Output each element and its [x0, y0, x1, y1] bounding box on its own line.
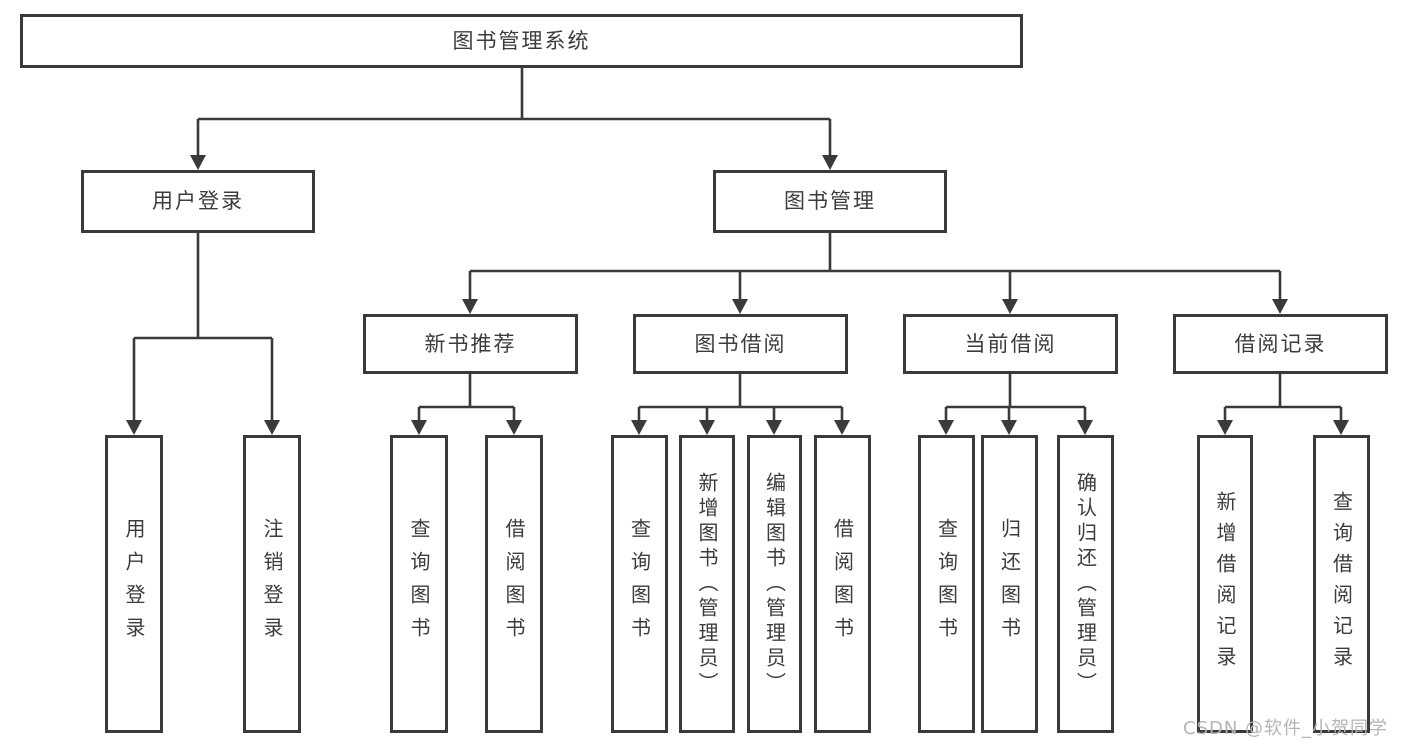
connector-borrowrecord-to-leaves	[1223, 374, 1343, 422]
leaf-query-borrow-record: 查询借阅记录	[1313, 435, 1370, 733]
arrow-down-icon	[506, 420, 522, 435]
connector-bookmgmt-to-level3	[468, 233, 1282, 301]
connector-bookborrow-to-leaves	[637, 374, 844, 422]
connector-newbook-to-leaves	[417, 374, 516, 422]
connector-root-to-level2	[196, 68, 832, 157]
arrow-down-icon	[1272, 299, 1288, 314]
node-root-label: 图书管理系统	[452, 28, 591, 53]
leaf-query-book-borrow: 查询图书	[611, 435, 668, 733]
leaf-logout: 注销登录	[243, 435, 301, 733]
node-user-login-label: 用户登录	[152, 189, 244, 213]
arrow-down-icon	[1001, 420, 1017, 435]
leaf-add-book-admin-label: 新增图书（管理员）	[695, 471, 719, 697]
node-root: 图书管理系统	[20, 14, 1023, 68]
node-current-borrow-label: 当前借阅	[964, 331, 1057, 356]
node-book-management-label: 图书管理	[784, 189, 876, 213]
arrowheads	[126, 155, 1349, 435]
leaf-add-borrow-record-label: 新增借阅记录	[1213, 491, 1237, 677]
arrow-down-icon	[834, 420, 850, 435]
connector-userlogin-to-leaves	[132, 233, 274, 422]
leaf-user-login-label: 用户登录	[122, 518, 146, 650]
arrow-down-icon	[264, 420, 280, 435]
node-user-login: 用户登录	[81, 170, 315, 233]
leaf-return-book: 归还图书	[981, 435, 1038, 733]
arrow-down-icon	[126, 420, 142, 435]
node-book-borrow-label: 图书借阅	[694, 331, 787, 356]
leaf-logout-label: 注销登录	[260, 518, 284, 650]
leaf-user-login: 用户登录	[105, 435, 163, 733]
leaf-borrow-book: 借阅图书	[814, 435, 871, 733]
arrow-down-icon	[631, 420, 647, 435]
csdn-watermark: CSDN @软件_小贺同学	[1183, 718, 1389, 739]
node-borrow-records-label: 借阅记录	[1234, 331, 1327, 356]
node-current-borrow: 当前借阅	[903, 314, 1118, 374]
arrow-down-icon	[1002, 299, 1018, 314]
connector-currentborrow-to-leaves	[944, 374, 1087, 422]
leaf-query-book-recommend-label: 查询图书	[407, 518, 431, 650]
arrow-down-icon	[190, 155, 206, 170]
leaf-borrow-book-recommend: 借阅图书	[485, 435, 543, 733]
leaf-borrow-book-recommend-label: 借阅图书	[502, 518, 526, 650]
arrow-down-icon	[732, 299, 748, 314]
node-new-book-recommend-label: 新书推荐	[424, 331, 517, 356]
arrow-down-icon	[766, 420, 782, 435]
leaf-add-book-admin: 新增图书（管理员）	[679, 435, 735, 733]
arrow-down-icon	[1077, 420, 1093, 435]
arrow-down-icon	[411, 420, 427, 435]
leaf-query-borrow-record-label: 查询借阅记录	[1329, 491, 1354, 677]
arrow-down-icon	[1217, 420, 1233, 435]
arrow-down-icon	[938, 420, 954, 435]
leaf-borrow-book-label: 借阅图书	[830, 518, 855, 650]
leaf-return-book-label: 归还图书	[997, 518, 1022, 650]
arrow-down-icon	[1333, 420, 1349, 435]
node-book-management: 图书管理	[713, 170, 947, 233]
leaf-edit-book-admin-label: 编辑图书（管理员）	[762, 471, 787, 697]
leaf-add-borrow-record: 新增借阅记录	[1197, 435, 1253, 733]
arrow-down-icon	[822, 155, 838, 170]
leaf-edit-book-admin: 编辑图书（管理员）	[747, 435, 802, 733]
arrow-down-icon	[699, 420, 715, 435]
leaf-query-book-current-label: 查询图书	[934, 518, 959, 650]
node-new-book-recommend: 新书推荐	[363, 314, 578, 374]
node-borrow-records: 借阅记录	[1173, 314, 1388, 374]
leaf-query-book-borrow-label: 查询图书	[627, 518, 652, 650]
leaf-confirm-return-admin: 确认归还（管理员）	[1057, 435, 1114, 733]
leaf-query-book-recommend: 查询图书	[390, 435, 448, 733]
arrow-down-icon	[462, 299, 478, 314]
node-book-borrow: 图书借阅	[633, 314, 848, 374]
leaf-query-book-current: 查询图书	[918, 435, 975, 733]
leaf-confirm-return-admin-label: 确认归还（管理员）	[1073, 471, 1098, 697]
